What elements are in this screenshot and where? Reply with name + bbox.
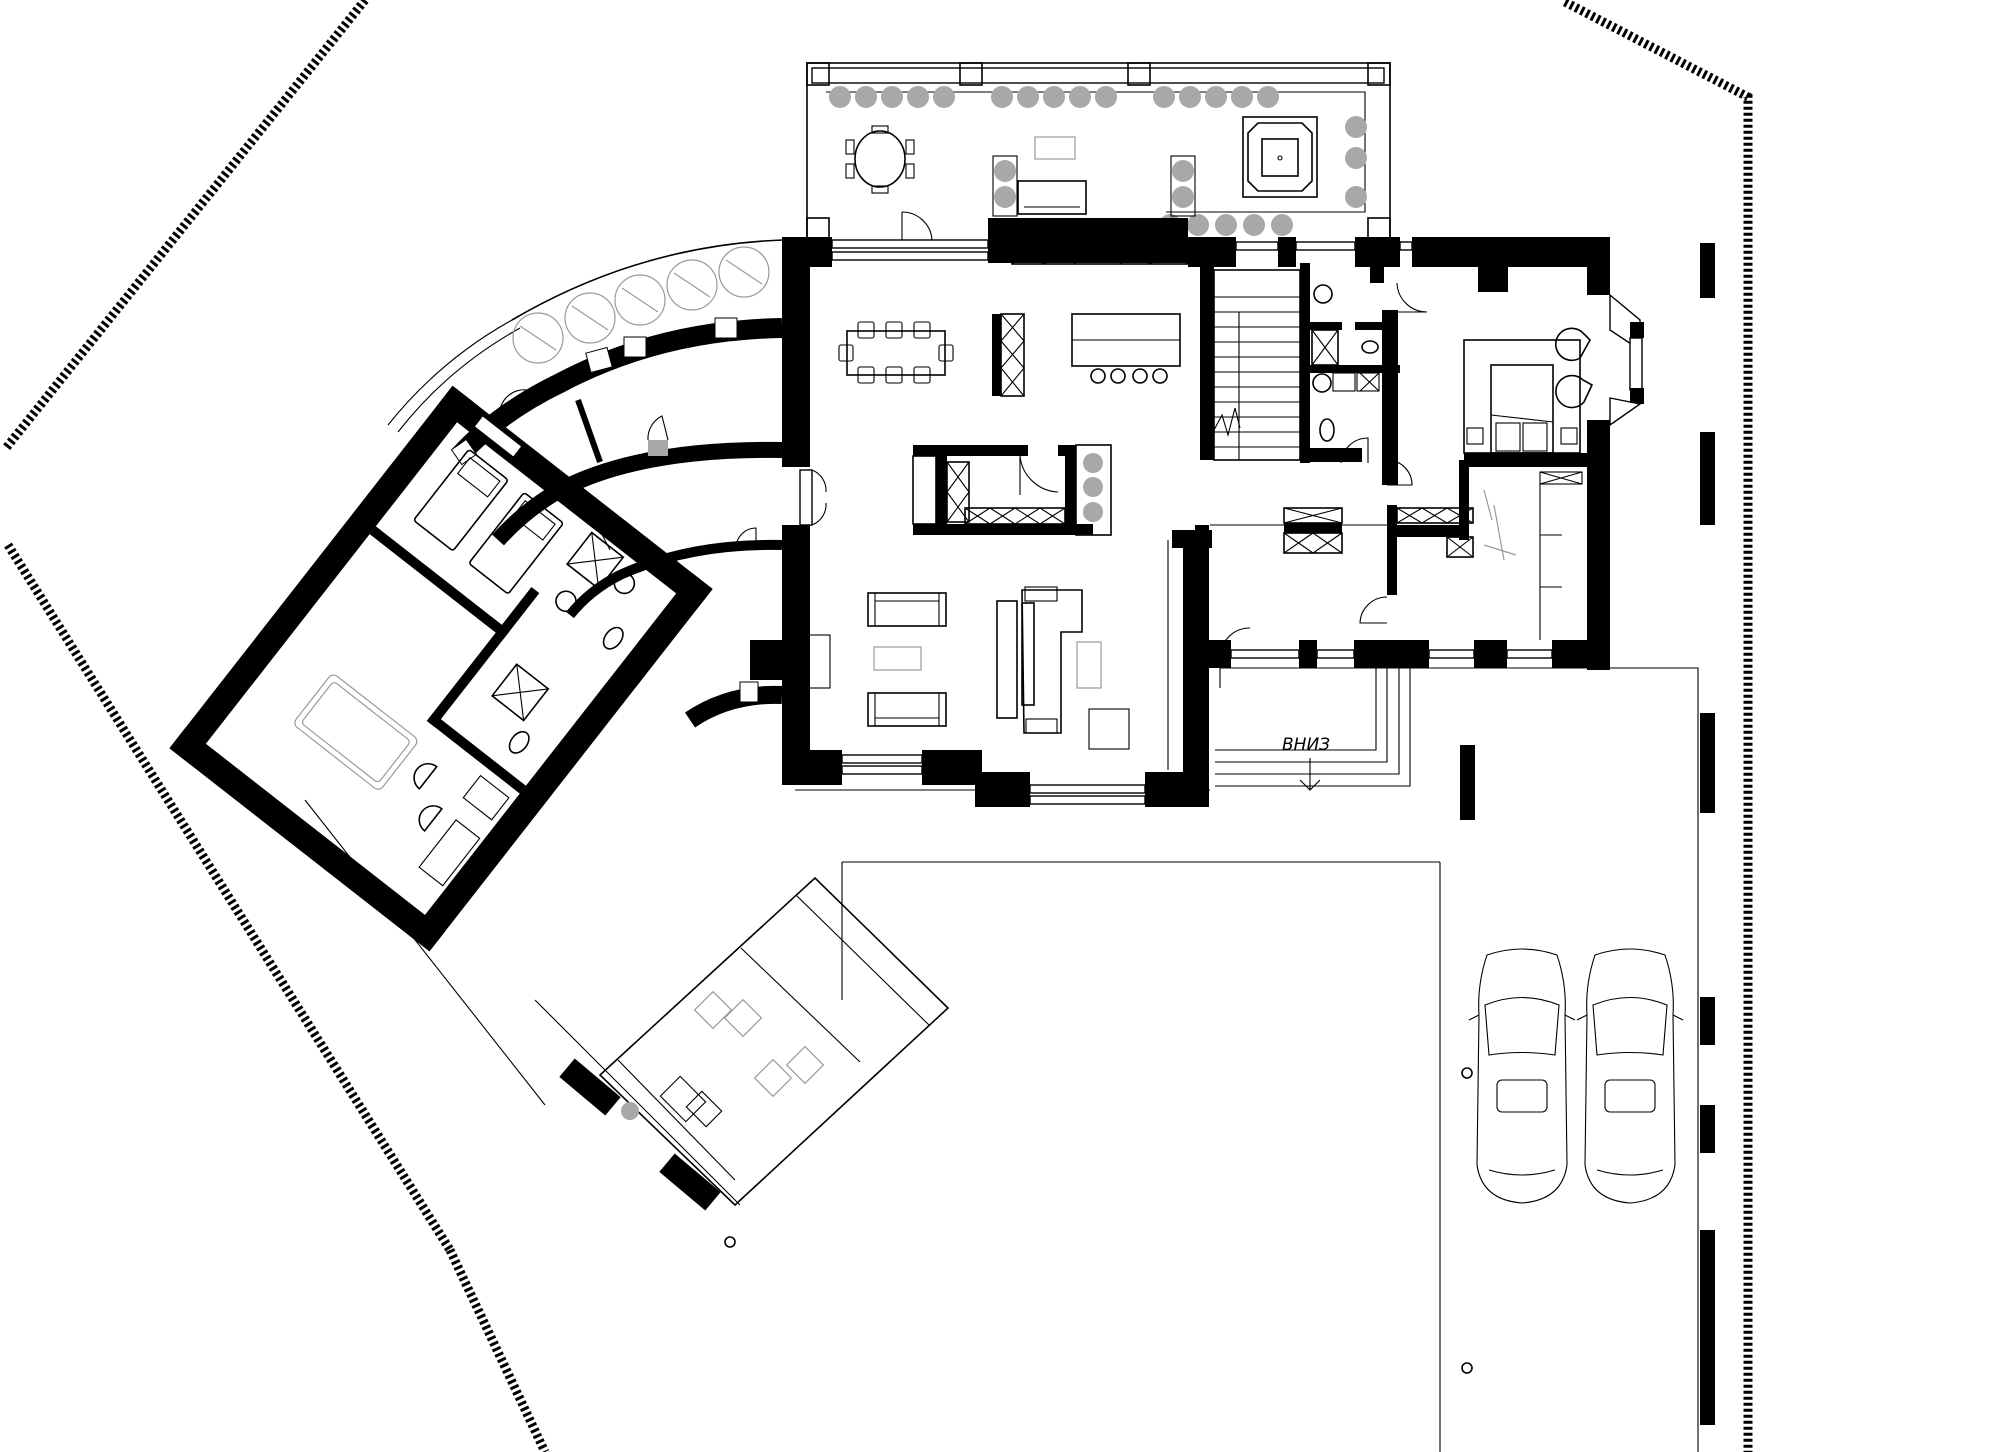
main-building-walls xyxy=(782,218,1508,807)
hall-and-storage xyxy=(1195,459,1610,688)
tall-cabinet xyxy=(992,313,1025,397)
car-2 xyxy=(1576,948,1684,1204)
french-door-left xyxy=(799,469,827,526)
guest-wing xyxy=(169,385,713,952)
driveway xyxy=(724,243,1715,1452)
staircase xyxy=(1213,269,1301,461)
car-1 xyxy=(1468,948,1576,1204)
stair-direction-label: ВНИЗ xyxy=(1282,735,1330,755)
central-storage-core xyxy=(912,444,1112,536)
billiard-table xyxy=(294,674,418,790)
gate-posts xyxy=(304,799,741,1211)
kitchen-counter xyxy=(1011,241,1189,265)
site-fence xyxy=(2,0,1753,1452)
sun-loungers xyxy=(693,990,825,1098)
arc-planting xyxy=(512,246,770,364)
planter-row xyxy=(829,86,1367,236)
terrace xyxy=(806,62,1391,244)
round-dining-table xyxy=(845,125,915,194)
dining-table xyxy=(838,321,954,384)
hot-tub xyxy=(1242,116,1318,198)
master-bedroom xyxy=(1463,237,1644,670)
front-steps: ВНИЗ xyxy=(1215,668,1411,791)
pool-deck xyxy=(598,876,950,1207)
bathroom xyxy=(1300,263,1428,485)
curved-gallery-wing xyxy=(387,239,784,728)
living-room-furniture xyxy=(807,586,1130,750)
kitchen-island xyxy=(1071,313,1181,384)
